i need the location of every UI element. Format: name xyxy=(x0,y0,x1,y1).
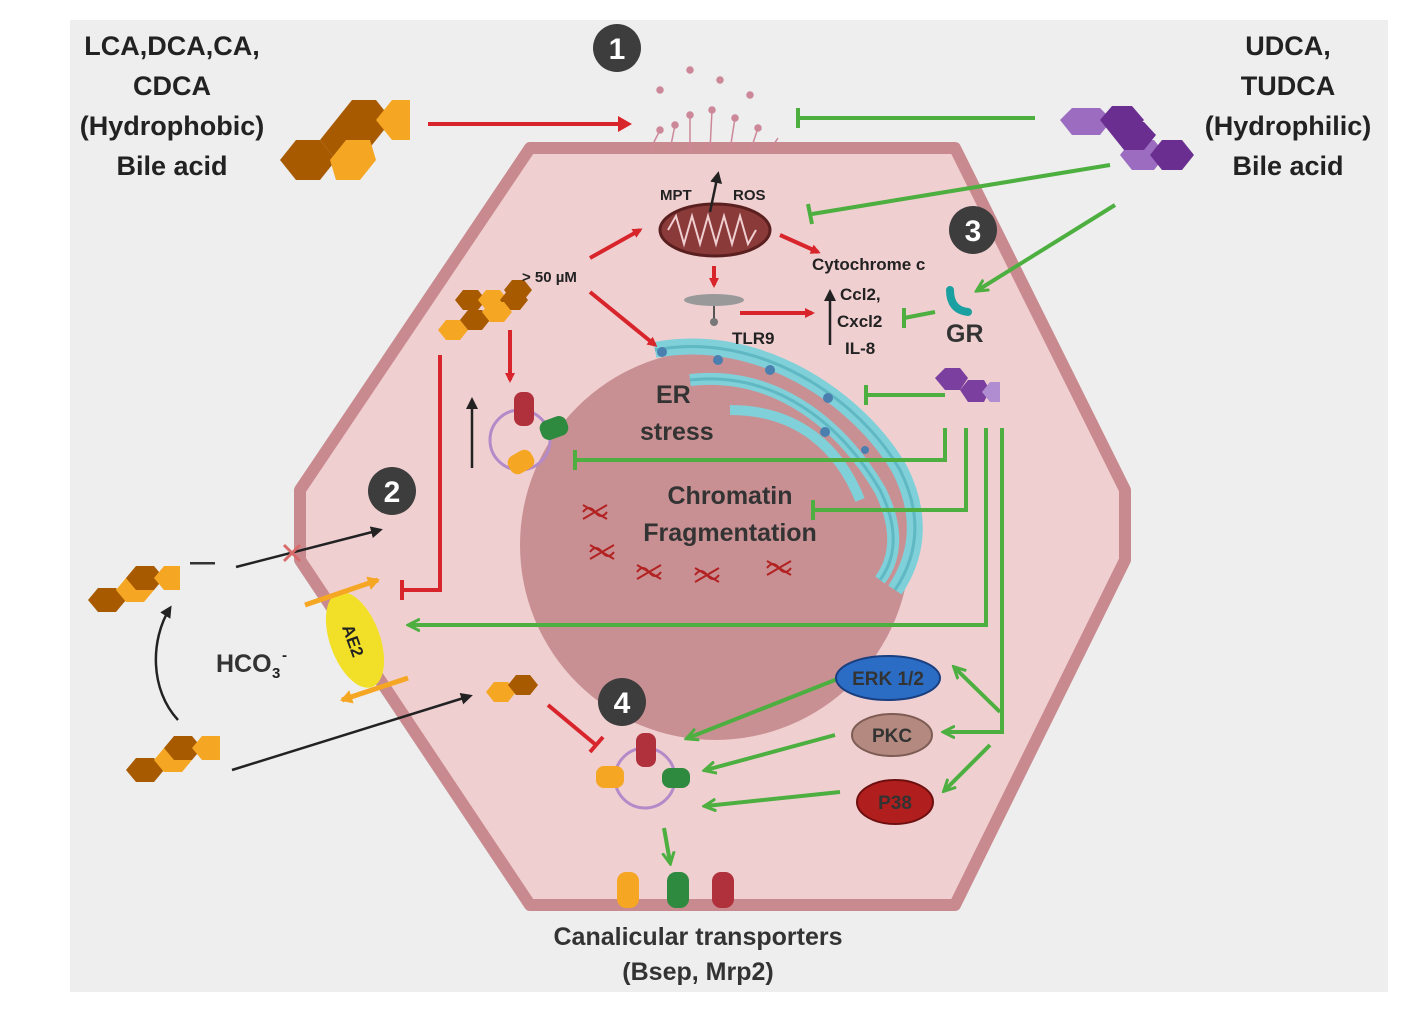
canalicular-transporters-membrane xyxy=(617,872,734,908)
er-stress-label-line1: ER xyxy=(656,381,691,409)
svg-text:Bile acid: Bile acid xyxy=(116,151,227,181)
svg-text:(Hydrophobic): (Hydrophobic) xyxy=(80,111,264,141)
svg-text:3: 3 xyxy=(965,215,982,248)
er-ribosomes xyxy=(657,347,869,454)
endoplasmic-reticulum xyxy=(653,338,923,595)
dna-fragments xyxy=(582,504,792,583)
vesicle-transporters-upper xyxy=(488,392,569,475)
hco3-label: HCO 3 - xyxy=(216,647,287,682)
intracellular-hydrophobic-cluster xyxy=(438,280,532,340)
hydrophobic-label: LCA,DCA,CA, CDCA (Hydrophobic) Bile acid xyxy=(80,31,264,181)
svg-text:ERK 1/2: ERK 1/2 xyxy=(852,669,924,690)
gr-receptor xyxy=(946,286,972,316)
er-stress-label-line2: stress xyxy=(640,418,714,446)
red-arrows xyxy=(400,116,821,754)
svg-text:3: 3 xyxy=(272,665,280,682)
ae2-exchanger xyxy=(304,576,409,704)
svg-text:CDCA: CDCA xyxy=(133,71,211,101)
blocked-transport-x xyxy=(282,543,302,563)
hydrophilic-bile-acid-molecule xyxy=(1060,106,1194,170)
outside-hydrophobic-upper xyxy=(88,566,180,612)
p38-kinase: P38 xyxy=(856,779,934,825)
ros-label: ROS xyxy=(733,187,766,204)
chromatin-label-line1: Chromatin xyxy=(668,482,793,510)
badge-2: 2 xyxy=(368,467,416,515)
concentration-label: > 50 µM xyxy=(522,269,577,286)
badge-3: 3 xyxy=(949,206,997,254)
svg-text:(Hydrophilic): (Hydrophilic) xyxy=(1205,111,1372,141)
black-arrows xyxy=(154,171,836,772)
badge-4: 4 xyxy=(598,678,646,726)
hydrophilic-label: UDCA, TUDCA (Hydrophilic) Bile acid xyxy=(1205,31,1372,181)
mpt-label: MPT xyxy=(660,187,692,204)
badge-1: 1 xyxy=(593,24,641,72)
svg-text:P38: P38 xyxy=(878,793,912,814)
svg-text:4: 4 xyxy=(614,687,631,720)
canalicular-transporters-sublabel: (Bsep, Mrp2) xyxy=(622,958,773,986)
ccl2-label: Ccl2, xyxy=(840,285,881,304)
mtdna-cluster xyxy=(684,294,744,326)
hydrophobic-bile-acid-molecule xyxy=(280,100,410,180)
outside-hydrophobic-lower xyxy=(126,736,220,782)
nucleus xyxy=(520,350,910,740)
svg-text:LCA,DCA,CA,: LCA,DCA,CA, xyxy=(84,31,260,61)
svg-text:HCO: HCO xyxy=(216,650,272,678)
cytochrome-c-label: Cytochrome c xyxy=(812,255,925,274)
mitochondrion xyxy=(658,202,772,258)
gr-label: GR xyxy=(946,320,984,348)
svg-text:Bile acid: Bile acid xyxy=(1232,151,1343,181)
small-hydrophobic-molecule xyxy=(486,675,538,702)
chromatin-label-line2: Fragmentation xyxy=(643,519,817,547)
il8-label: IL-8 xyxy=(845,339,875,358)
svg-text:UDCA,: UDCA, xyxy=(1245,31,1331,61)
canalicular-transporters-label: Canalicular transporters xyxy=(554,923,843,951)
svg-text:1: 1 xyxy=(609,33,626,66)
pkc-kinase: PKC xyxy=(851,713,933,757)
tlr9-label: TLR9 xyxy=(732,329,775,348)
svg-text:TUDCA: TUDCA xyxy=(1241,71,1336,101)
green-arrows xyxy=(410,108,1117,862)
membrane-damage-lipids xyxy=(649,66,779,153)
erk-kinase: ERK 1/2 xyxy=(835,655,941,701)
small-hydrophilic-molecule xyxy=(935,368,1000,402)
svg-text:-: - xyxy=(282,647,287,664)
svg-text:2: 2 xyxy=(384,476,401,509)
svg-text:PKC: PKC xyxy=(872,726,912,747)
vesicle-transporters-lower xyxy=(596,733,690,810)
charge-minus: — xyxy=(190,548,215,576)
cxcl2-label: Cxcl2 xyxy=(837,312,882,331)
